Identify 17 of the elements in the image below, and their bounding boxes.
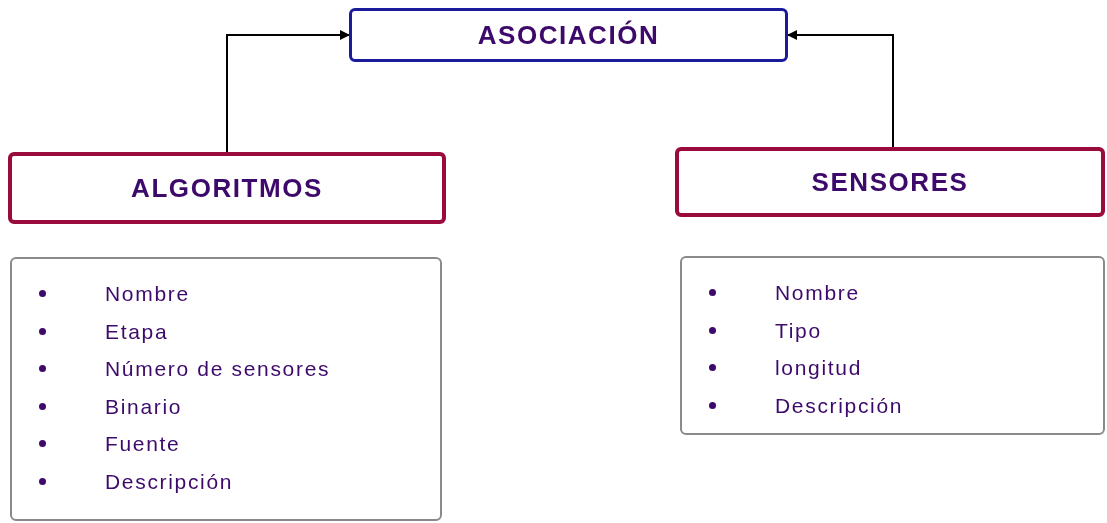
attribute-text: longitud xyxy=(775,355,862,381)
attribute-text: Descripción xyxy=(105,468,234,495)
arrow xyxy=(226,30,350,153)
attribute-text: Descripción xyxy=(775,392,904,419)
attribute-text: Nombre xyxy=(775,280,860,306)
relation-box: ASOCIACIÓN xyxy=(349,8,788,62)
attribute-text: Binario xyxy=(105,393,183,420)
attribute-list-box xyxy=(680,256,1105,435)
arrow xyxy=(787,30,894,148)
attribute-text: Fuente xyxy=(105,431,181,457)
attribute-list-box xyxy=(10,257,442,521)
entity-box: ALGORITMOS xyxy=(8,152,446,224)
attribute-text: Nombre xyxy=(105,281,190,307)
attribute-text: Etapa xyxy=(105,318,169,345)
attribute-text: Número de sensores xyxy=(105,356,331,382)
attribute-text: Tipo xyxy=(775,317,822,344)
entity-box: SENSORES xyxy=(675,147,1105,217)
